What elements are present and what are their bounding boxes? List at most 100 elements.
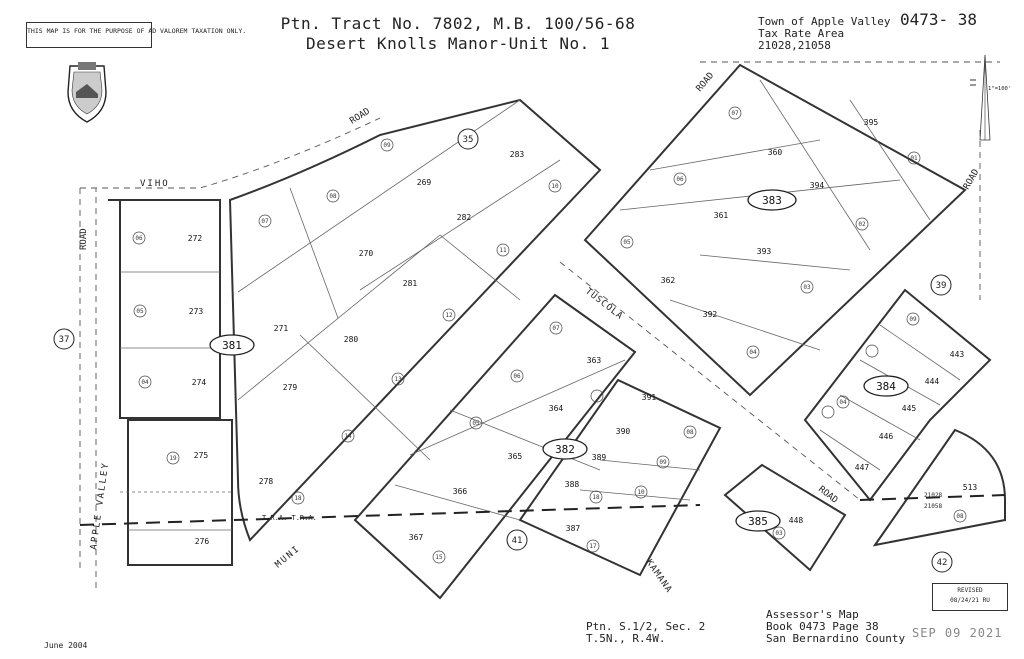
book-page-label: Book 0473 Page 38: [766, 620, 879, 633]
lot-10b: 10: [637, 489, 645, 496]
parcel-269: 269: [417, 178, 432, 187]
lot-04: 04: [141, 379, 149, 386]
block-labels: 381 382 383 384 385: [222, 194, 896, 528]
lot-13: 13: [394, 376, 402, 383]
county-label: San Bernardino County: [766, 632, 906, 645]
parcel-513: 513: [963, 483, 978, 492]
parcel-278: 278: [259, 477, 274, 486]
township-label: T.5N., R.4W.: [586, 632, 666, 645]
lot-01: 01: [910, 155, 918, 162]
parcel-271: 271: [274, 324, 289, 333]
tra-label: T.R.A. T.R.A.: [262, 514, 317, 522]
lot-14: 14: [344, 433, 352, 440]
street-tuscola: TUSCOLA: [583, 286, 625, 322]
lot-09c: 09: [909, 316, 917, 323]
page-ref-circles: [53, 128, 953, 573]
lot-05c: 05: [472, 420, 480, 427]
tra-code-2: 21058: [924, 503, 942, 510]
parcel-448: 448: [789, 516, 804, 525]
map-title-line1: Ptn. Tract No. 7802, M.B. 100/56-68: [280, 14, 636, 33]
street-labels: VIHO ROAD APPLE VALLEY ROAD ROAD ROAD TU…: [79, 71, 981, 595]
lot-08c: 08: [956, 513, 964, 520]
parcel-387: 387: [566, 524, 581, 533]
parcel-364: 364: [549, 404, 564, 413]
lot-03b: 03: [775, 530, 783, 537]
lot-05b: 05: [623, 239, 631, 246]
parcel-272: 272: [188, 234, 203, 243]
block-ovals: [209, 189, 909, 532]
lot-07c: 07: [552, 325, 560, 332]
tax-rate-area-label: Tax Rate Area: [758, 27, 845, 40]
lot-02: 02: [858, 221, 866, 228]
street-edges: [79, 61, 1000, 588]
lot-19: 19: [169, 455, 177, 462]
parcel-280: 280: [344, 335, 359, 344]
parcel-362: 362: [661, 276, 676, 285]
street-kamana: KAMANA: [644, 558, 674, 595]
parcel-444: 444: [925, 377, 940, 386]
page-ref-39: 39: [936, 281, 947, 291]
lot-06: 06: [135, 235, 143, 242]
parcel-274: 274: [192, 378, 207, 387]
page-ref-labels: 37 35 39 41 42: [59, 135, 948, 568]
parcel-283: 283: [510, 150, 525, 159]
county-seal-icon: [67, 62, 107, 123]
block-382: [353, 293, 722, 600]
lot-06c: 06: [513, 373, 521, 380]
street-road-top: ROAD: [695, 71, 717, 94]
page-ref-35: 35: [463, 135, 474, 145]
lot-07b: 07: [731, 110, 739, 117]
parcel-365: 365: [508, 452, 523, 461]
parcel-366: 366: [453, 487, 468, 496]
lot-15: 15: [435, 554, 443, 561]
lot-06b: 06: [676, 176, 684, 183]
block-384: [723, 288, 1006, 572]
parcel-363: 363: [587, 356, 602, 365]
street-viho: VIHO: [140, 179, 170, 189]
parcel-447: 447: [855, 463, 870, 472]
street-apple-valley: APPLE VALLEY: [89, 461, 111, 551]
block-383: [583, 63, 967, 397]
lot-labels: 06 05 04 19 07 08 09 10 11 12 13 14 18 0…: [135, 110, 964, 561]
revised-label: REVISED: [957, 587, 983, 594]
block-382: 382: [555, 443, 575, 456]
parcel-360: 360: [768, 148, 783, 157]
revised-value: 08/24/21 RU: [950, 597, 990, 604]
lot-lines-upper-right: [619, 79, 931, 351]
street-road-lower: ROAD: [816, 484, 839, 505]
map-title-line2: Desert Knolls Manor-Unit No. 1: [306, 34, 610, 53]
parcel-labels: 272 273 274 275 276 271 270 269 283 282 …: [188, 118, 978, 546]
parcel-279: 279: [283, 383, 298, 392]
map-date: June 2004: [44, 641, 88, 650]
parcel-395: 395: [864, 118, 879, 127]
parcel-275: 275: [194, 451, 209, 460]
lot-05: 05: [136, 308, 144, 315]
parcel-273: 273: [189, 307, 204, 316]
lot-04c: 04: [839, 399, 847, 406]
tra-boundary: [79, 494, 1006, 526]
lot-10: 10: [551, 183, 559, 190]
lot-11: 11: [499, 247, 507, 254]
lot-18b: 18: [592, 494, 600, 501]
parcel-390: 390: [616, 427, 631, 436]
street-muni: MUNI: [274, 544, 303, 571]
parcel-393: 393: [757, 247, 772, 256]
parcel-270: 270: [359, 249, 374, 258]
block-381: [108, 98, 602, 566]
lot-lines-lower-right: [819, 324, 961, 471]
lot-04b: 04: [749, 349, 757, 356]
assessor-map-label: Assessor's Map: [766, 608, 859, 621]
parcel-394: 394: [810, 181, 825, 190]
street-road-left: ROAD: [79, 228, 89, 250]
disclaimer: THIS MAP IS FOR THE PURPOSE OF AD VALORE…: [26, 22, 246, 48]
lot-03: 03: [803, 284, 811, 291]
lot-09: 09: [383, 142, 391, 149]
block-385: 385: [748, 515, 768, 528]
block-383: 383: [762, 194, 782, 207]
received-stamp: SEP 09 2021: [912, 626, 1003, 640]
lot-circles: [132, 106, 967, 564]
scale-label: 1"=100': [988, 86, 1012, 92]
parcel-388: 388: [565, 480, 580, 489]
tra-code-1: 21028: [924, 492, 942, 499]
